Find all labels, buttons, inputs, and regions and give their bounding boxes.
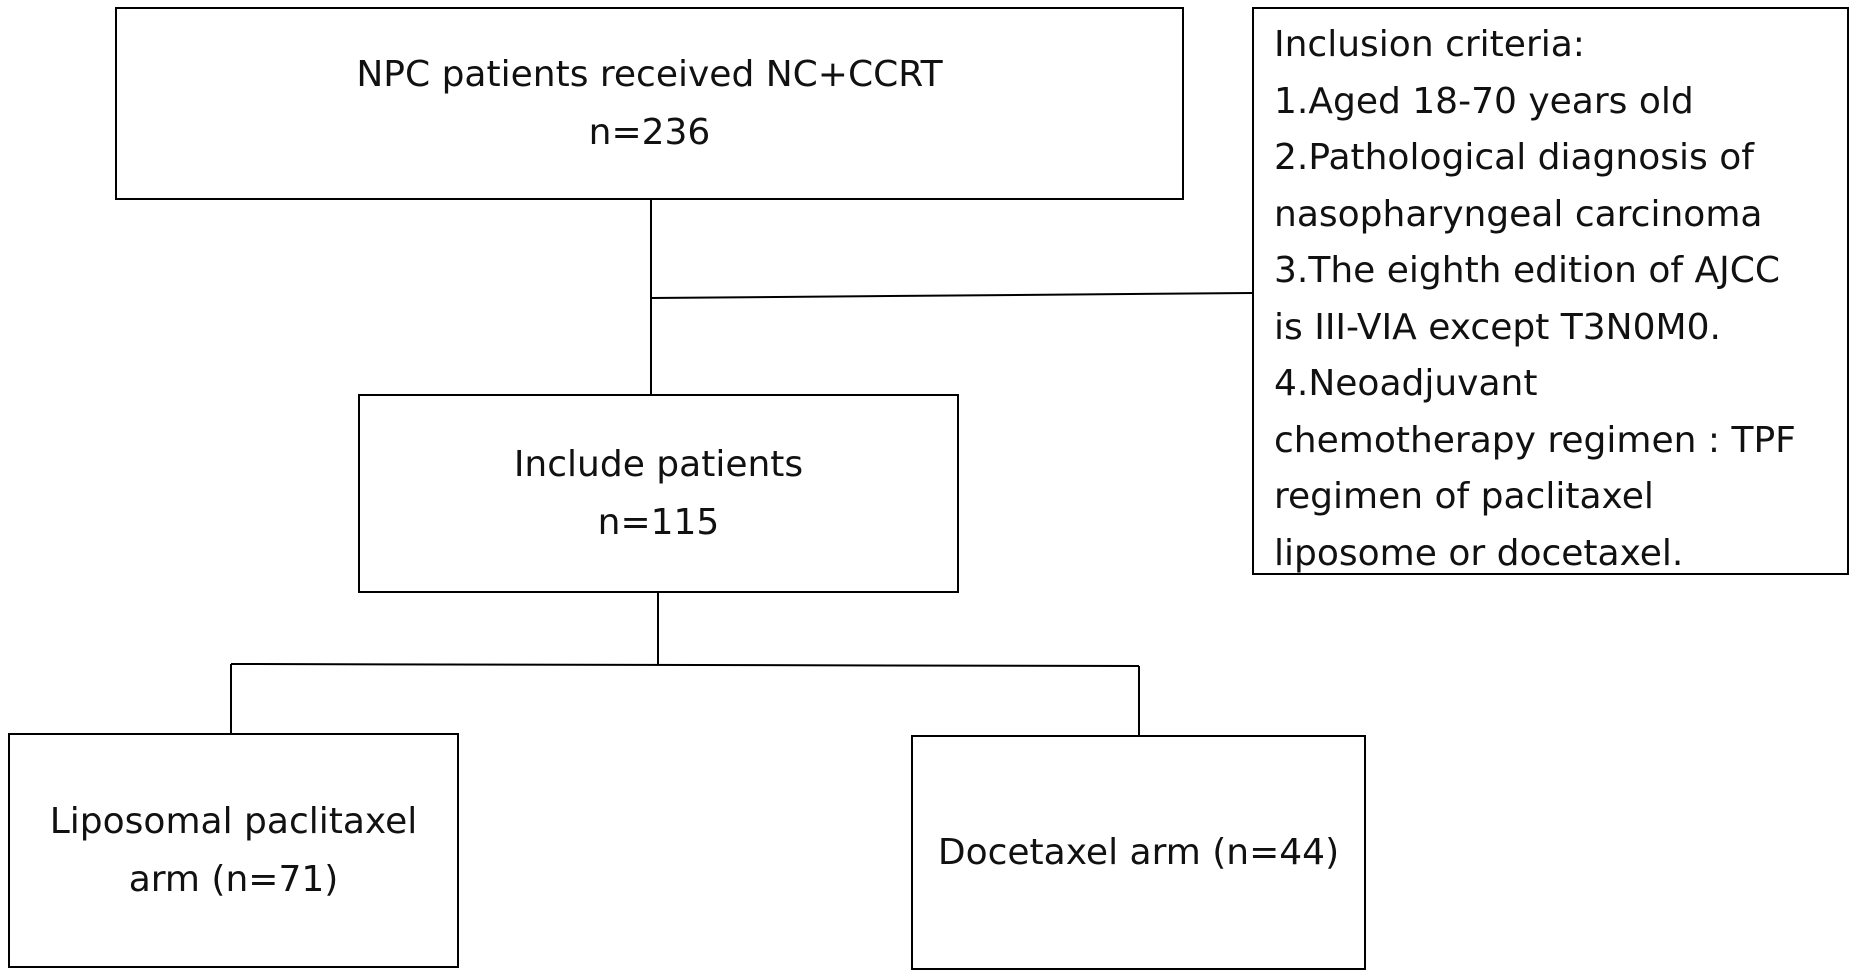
criteria-line: liposome or docetaxel. (1274, 532, 1684, 574)
criteria-line: 3.The eighth edition of AJCC (1274, 250, 1781, 291)
criteria-line: is III-VIA except T3N0M0. (1274, 306, 1721, 348)
criteria-line: regimen of paclitaxel (1274, 476, 1654, 517)
inclusion-criteria-box: Inclusion criteria: 1.Aged 18-70 years o… (1252, 7, 1849, 575)
criteria-line: nasopharyngeal carcinoma (1274, 193, 1763, 235)
liposomal-paclitaxel-arm-box: Liposomal paclitaxel arm (n=71) (8, 733, 459, 968)
criteria-line: 2.Pathological diagnosis of (1274, 137, 1754, 178)
criteria-line: 1.Aged 18-70 years old (1274, 80, 1694, 122)
docetaxel-arm-label: Docetaxel arm (n=44) (937, 831, 1340, 873)
docetaxel-arm-box: Docetaxel arm (n=44) (911, 735, 1366, 970)
included-patients-count: n=115 (597, 501, 720, 543)
source-population-box: NPC patients received NC+CCRT n=236 (115, 7, 1184, 200)
source-population-count: n=236 (588, 111, 711, 153)
criteria-line: chemotherapy regimen : TPF (1274, 419, 1796, 461)
included-patients-box: Include patients n=115 (358, 394, 959, 593)
connector-criteria-branch (650, 292, 1253, 299)
connector-split-bar (230, 663, 1140, 667)
liposomal-arm-count: arm (n=71) (128, 858, 339, 900)
criteria-heading: Inclusion criteria: (1274, 24, 1585, 65)
source-population-label: NPC patients received NC+CCRT (356, 53, 943, 95)
liposomal-arm-label: Liposomal paclitaxel (49, 800, 418, 842)
included-patients-label: Include patients (513, 443, 804, 485)
criteria-line: 4.Neoadjuvant (1274, 363, 1538, 404)
